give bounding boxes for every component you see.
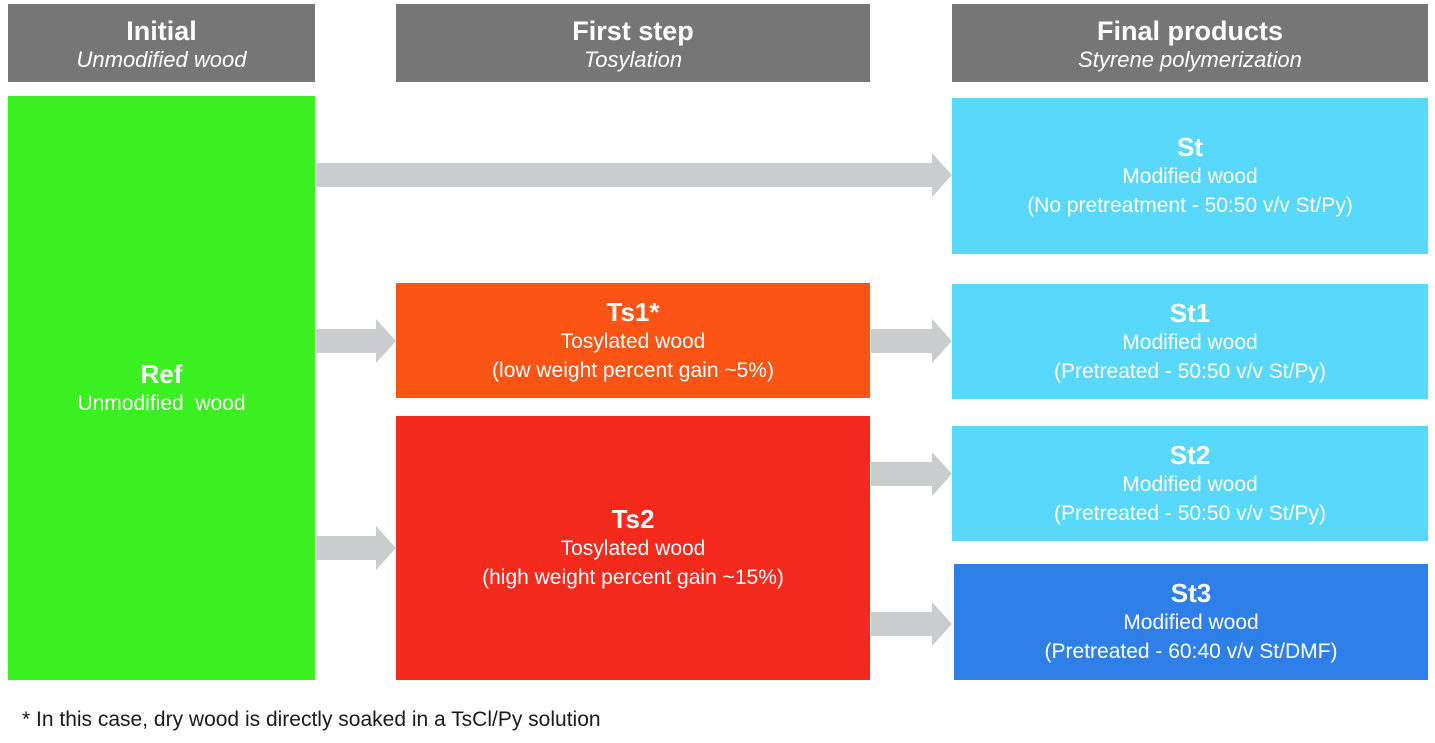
- node-label: Modified wood: [1122, 330, 1258, 354]
- node-label: Modified wood: [1122, 165, 1258, 188]
- node-label: Modified wood: [1122, 472, 1258, 496]
- header-title: Final products: [1096, 16, 1283, 46]
- header-title: First step: [572, 16, 694, 46]
- node-label: Tosylated wood: [560, 537, 706, 560]
- node-name: St2: [1169, 439, 1211, 470]
- header-subtitle: Tosylation: [583, 47, 683, 72]
- node-detail: (No pretreatment - 50:50 v/v St/Py): [1027, 194, 1353, 217]
- footnote: * In this case, dry wood is directly soa…: [22, 708, 601, 731]
- node-name: Ts1*: [606, 296, 660, 327]
- node-ts2: Ts2 Tosylated wood (high weight percent …: [396, 416, 870, 680]
- header-first-step: First step Tosylation: [396, 4, 870, 82]
- node-name: St3: [1170, 578, 1212, 608]
- arrow-ref-to-ts2: [316, 526, 396, 570]
- node-st3: St3 Modified wood (Pretreated - 60:40 v/…: [954, 564, 1428, 680]
- node-detail: (Pretreated - 60:40 v/v St/DMF): [1044, 640, 1338, 663]
- header-final-products: Final products Styrene polymerization: [952, 4, 1428, 82]
- node-ts1: Ts1* Tosylated wood (low weight percent …: [396, 283, 870, 398]
- node-label: Tosylated wood: [560, 329, 706, 353]
- arrow-ref-to-st: [316, 153, 952, 197]
- node-st1: St1 Modified wood (Pretreated - 50:50 v/…: [952, 284, 1428, 399]
- node-st2: St2 Modified wood (Pretreated - 50:50 v/…: [952, 426, 1428, 541]
- arrow-ts1-to-st1: [871, 319, 952, 363]
- node-detail: (Pretreated - 50:50 v/v St/Py): [1054, 359, 1326, 383]
- node-detail: (high weight percent gain ~15%): [482, 566, 784, 589]
- node-name: St: [1177, 132, 1203, 162]
- node-name: Ref: [140, 358, 183, 389]
- node-label: Modified wood: [1123, 611, 1259, 634]
- header-subtitle: Styrene polymerization: [1078, 47, 1302, 72]
- arrow-ts2-to-st3: [871, 602, 952, 646]
- node-detail: (Pretreated - 50:50 v/v St/Py): [1054, 501, 1326, 525]
- node-label: Unmodified wood: [77, 391, 246, 415]
- header-initial: Initial Unmodified wood: [8, 4, 315, 82]
- node-st: St Modified wood (No pretreatment - 50:5…: [952, 98, 1428, 254]
- node-name: St1: [1169, 297, 1211, 328]
- arrow-ts2-to-st2: [871, 452, 952, 496]
- header-subtitle: Unmodified wood: [76, 47, 247, 72]
- node-name: Ts2: [611, 504, 655, 534]
- header-title: Initial: [126, 16, 197, 46]
- node-detail: (low weight percent gain ~5%): [492, 358, 774, 382]
- arrow-ref-to-ts1: [316, 319, 396, 363]
- node-ref: Ref Unmodified wood: [8, 96, 315, 680]
